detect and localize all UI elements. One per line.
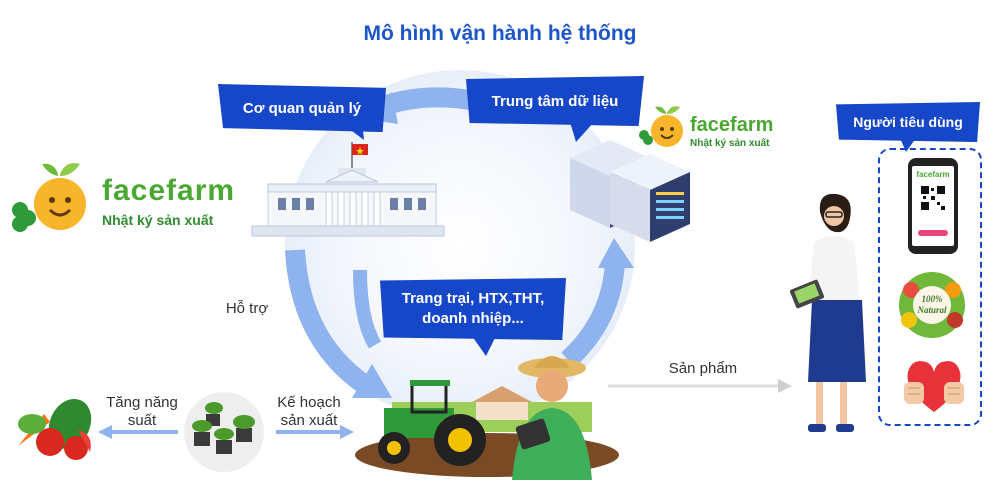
datacenter-bubble: Trung tâm dữ liệu <box>466 76 644 126</box>
heart-hands-icon <box>904 361 964 412</box>
logo-brand-large: facefarm <box>102 174 236 207</box>
farmer-icon <box>512 356 592 480</box>
arrow-head-left <box>352 364 392 398</box>
arrow-farm-to-datacenter <box>561 261 625 368</box>
logo-tagline-large: Nhật ký sản xuất <box>102 212 214 228</box>
phone-scan-button <box>918 230 948 236</box>
seedling-mascot-icon-small <box>639 106 683 147</box>
diagram-title: Mô hình vận hành hệ thống <box>363 22 637 45</box>
natural-badge-icon: 100% Natural <box>897 270 967 340</box>
vegetables-icon <box>18 398 92 460</box>
arrow-plan-head <box>340 425 354 439</box>
product-label: Sản phẩm <box>668 360 738 377</box>
arrow-authority-to-farm <box>285 249 371 394</box>
datacenter-label: Trung tâm dữ liệu <box>491 92 619 110</box>
government-building-icon <box>251 142 445 237</box>
farm-bubble-tail <box>472 336 496 356</box>
logo-tagline-small: Nhật ký sản xuất <box>690 138 770 149</box>
seedling-mascot-icon <box>12 163 86 232</box>
smartphone-qr-icon: facefarm <box>908 158 958 254</box>
consumer-panel <box>878 148 982 426</box>
consumer-woman-icon <box>789 193 866 432</box>
arrow-product-head <box>778 379 792 393</box>
seedlings-icon <box>184 392 264 472</box>
consumer-label: Người tiêu dùng <box>853 114 963 130</box>
logo-brand-small: facefarm <box>690 114 774 136</box>
arrow-yield-head <box>98 425 112 439</box>
yield-label: Tăng năng suất <box>106 394 178 429</box>
plan-label: Kế hoạch sản xuất <box>277 394 341 429</box>
farm-bubble: Trang trại, HTX,THT, doanh nhiệp... <box>380 278 566 340</box>
farm-scene <box>355 356 619 480</box>
consumer-bubble: Người tiêu dùng <box>836 102 980 142</box>
datacenter-bubble-tail <box>570 122 594 142</box>
server-stack-icon <box>570 140 690 242</box>
qr-code-icon <box>921 186 945 210</box>
support-label: Hỗ trợ <box>225 300 269 317</box>
facefarm-logo-small: facefarm Nhật ký sản xuất <box>639 104 780 156</box>
farm-label: Trang trại, HTX,THT, doanh nhiệp... <box>401 290 545 327</box>
authority-label: Cơ quan quản lý <box>242 99 362 117</box>
arrow-head-right <box>598 238 634 268</box>
facefarm-logo-large: facefarm Nhật ký sản xuất <box>12 160 234 240</box>
natural-badge-text: 100% Natural <box>917 294 947 315</box>
tractor-icon <box>378 380 486 466</box>
arrow-inner-left <box>353 269 382 349</box>
consumer-bubble-tail <box>900 138 916 152</box>
authority-bubble-tail <box>340 122 364 140</box>
phone-app-name: facefarm <box>916 170 950 179</box>
